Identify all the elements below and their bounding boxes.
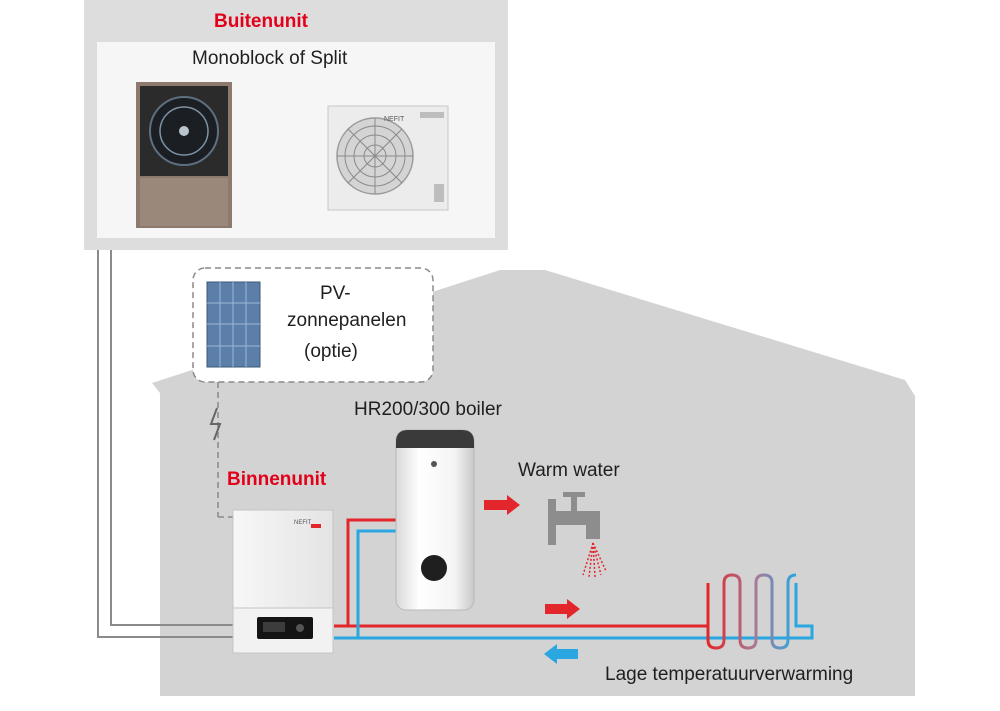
outdoor-unit-subtitle: Monoblock of Split	[192, 48, 348, 69]
split-unit-brand: NEFIT	[384, 116, 405, 123]
water-spray-icon	[582, 542, 607, 578]
indoor-unit-title: Binnenunit	[227, 469, 327, 490]
return-pipe-heating	[358, 583, 814, 640]
flow-arrow-heating-return	[544, 644, 578, 664]
tap-icon	[548, 492, 600, 545]
monoblock-unit	[136, 82, 232, 228]
warm-water-label: Warm water	[518, 460, 620, 481]
lightning-icon	[209, 407, 222, 441]
flow-pipe-boiler	[334, 518, 398, 628]
heating-label: Lage temperatuurverwarming	[605, 664, 854, 685]
pv-panel	[206, 281, 261, 368]
boiler-cylinder	[395, 429, 475, 611]
flow-arrow-heating-supply	[545, 599, 580, 619]
pv-label-line2: zonnepanelen	[287, 310, 407, 331]
boiler-label: HR200/300 boiler	[354, 399, 502, 420]
return-pipe-boiler	[334, 529, 398, 640]
outdoor-unit-title: Buitenunit	[214, 11, 308, 32]
floor-heating-coil	[706, 573, 797, 650]
pv-label-line3: (optie)	[304, 341, 358, 362]
outdoor-line-2	[110, 250, 240, 626]
flow-arrow-hot-water	[484, 495, 520, 515]
outdoor-line-1	[97, 250, 240, 638]
split-unit	[327, 105, 449, 211]
indoor-unit-brand: NEFIT	[294, 520, 312, 526]
pv-label-line1: PV-	[320, 283, 351, 304]
indoor-unit	[232, 509, 334, 654]
